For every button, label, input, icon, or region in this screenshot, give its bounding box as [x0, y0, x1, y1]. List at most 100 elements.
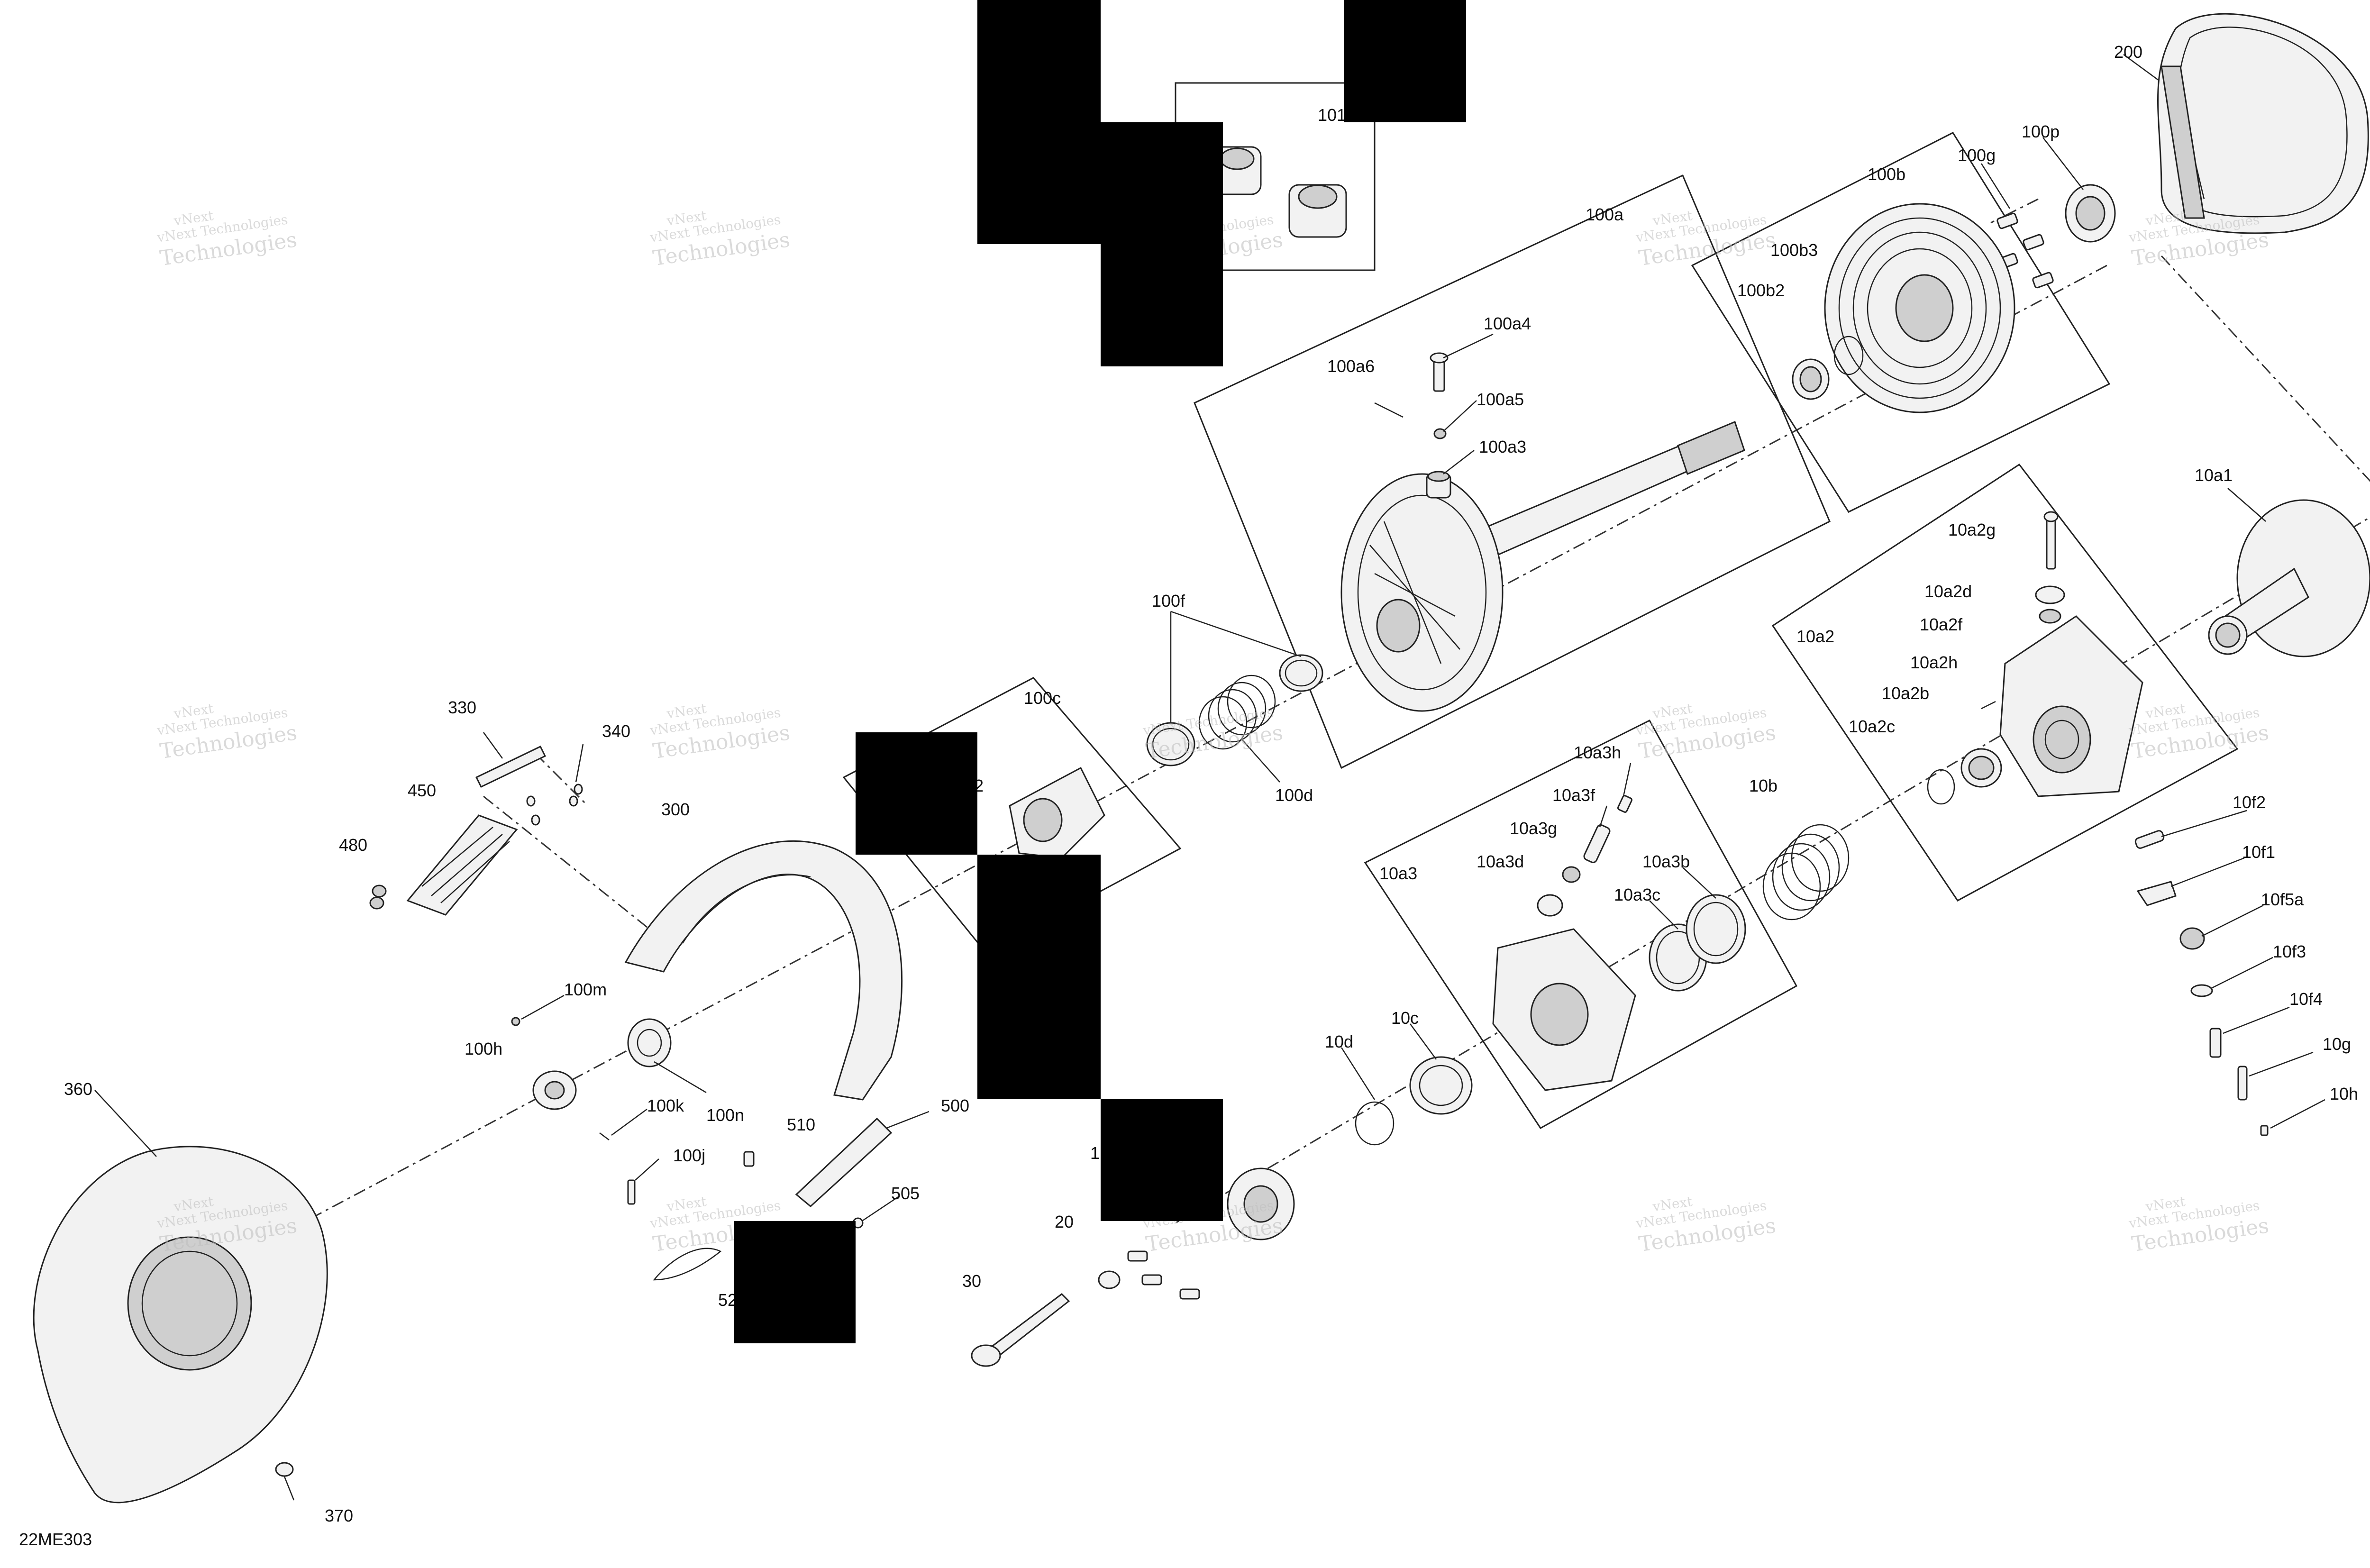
part-10f3-washer — [2190, 984, 2213, 997]
redaction-block — [1101, 122, 1223, 366]
part-hub — [1227, 1167, 1295, 1240]
watermark: vNext vNext Technologies Technologies — [2127, 701, 2270, 764]
callout-100b2: 100b2 — [1737, 281, 1785, 300]
watermark: vNext vNext Technologies Technologies — [1634, 208, 1777, 271]
part-10g-pin — [2237, 1066, 2248, 1101]
part-200-drive-belt — [2157, 13, 2369, 234]
callout-100m: 100m — [564, 980, 607, 999]
redaction-block — [977, 0, 1101, 244]
part-100a-fixed-sheave — [1340, 473, 1504, 712]
callout-100d: 100d — [1275, 785, 1313, 805]
callout-100g: 100g — [1958, 146, 1996, 165]
part-10a3b-ring — [1686, 894, 1746, 964]
part-100j-screw — [627, 1179, 636, 1205]
part-480-nuts — [369, 884, 387, 910]
callout-10a3d: 10a3d — [1477, 852, 1524, 871]
callout-100a4: 100a4 — [1484, 314, 1531, 333]
callout-100j: 100j — [673, 1146, 705, 1165]
callout-10a2c: 10a2c — [1849, 717, 1895, 736]
group-box-100a — [1194, 174, 1831, 769]
part-340-screws — [526, 784, 583, 826]
leader-lines — [94, 54, 2325, 1501]
callout-10c: 10c — [1391, 1008, 1419, 1028]
callout-370: 370 — [325, 1506, 353, 1525]
part-30-bolt — [971, 1293, 1070, 1367]
callout-10d: 10d — [1325, 1032, 1353, 1051]
callout-10h: 10h — [2330, 1084, 2358, 1103]
part-10c-bearing — [1409, 1056, 1473, 1115]
callout-480: 480 — [339, 835, 367, 855]
watermark: vNext vNext Technologies Technologies — [648, 701, 791, 764]
callout-10a2f: 10a2f — [1920, 615, 1963, 634]
callout-100a6: 100a6 — [1327, 356, 1375, 376]
group-box-10a2 — [1771, 463, 2239, 902]
callout-100b: 100b — [1868, 164, 1905, 184]
callout-10a2: 10a2 — [1796, 627, 1834, 646]
callout-101: 101 — [1318, 105, 1346, 125]
part-100g-screws — [1996, 212, 2054, 289]
part-100a4-screw — [1430, 352, 1449, 392]
part-10f5a-nut — [2179, 927, 2205, 950]
part-100c-cam — [1009, 766, 1105, 859]
callout-340: 340 — [602, 721, 630, 741]
part-450-grille — [406, 814, 518, 916]
redaction-block — [734, 1221, 856, 1343]
part-10a2b-bushing — [1960, 748, 2002, 788]
part-10a2g-screw — [2043, 511, 2059, 570]
part-10a2d-cap — [2035, 585, 2065, 604]
callout-labels: 101 200 100a 100b 100g 100p 100b3 100b2 … — [64, 42, 2358, 1525]
part-100a5-washer — [1433, 428, 1447, 439]
callout-30: 30 — [962, 1271, 981, 1291]
redaction-blocks — [734, 0, 1466, 1343]
watermark: vNext Technologies Technologies — [1141, 704, 1284, 764]
redaction-block — [1344, 0, 1466, 122]
part-10a2h-pin — [1981, 701, 1996, 710]
part-100h-nut — [532, 1070, 577, 1110]
callout-330: 330 — [448, 698, 476, 717]
callout-10a3f: 10a3f — [1552, 785, 1595, 805]
callout-100a3: 100a3 — [1479, 437, 1526, 456]
figure-code: 22ME303 — [19, 1530, 92, 1549]
part-10a3g-nut — [1562, 866, 1581, 883]
part-100b3-ring — [1833, 336, 1864, 375]
callout-505: 505 — [891, 1184, 920, 1203]
part-10a1-sheave — [2208, 499, 2370, 657]
callout-100b3: 100b3 — [1770, 240, 1818, 260]
part-10f2-clip — [2134, 830, 2165, 849]
part-10a3-spider — [1492, 928, 1636, 1091]
part-10f4-pin — [2209, 1028, 2222, 1058]
group-box-100b — [1691, 132, 2111, 513]
watermarks: vNext vNext Technologies Technologies vN… — [155, 208, 2270, 1257]
part-100d-spring — [1198, 675, 1276, 750]
part-10a2f-washer — [2039, 609, 2061, 624]
part-10a2-housing — [1999, 615, 2143, 797]
callout-10a3: 10a3 — [1379, 864, 1417, 883]
callout-10f4: 10f4 — [2289, 989, 2323, 1009]
part-52x-clip — [653, 1248, 722, 1281]
callout-10a3g: 10a3g — [1510, 819, 1557, 838]
group-box-100c — [842, 677, 1182, 954]
callout-100h: 100h — [465, 1039, 502, 1058]
callout-10a1: 10a1 — [2195, 465, 2233, 485]
callout-10b: 10b — [1749, 776, 1778, 795]
part-10a3h-screw — [1617, 795, 1633, 813]
part-101-bushings — [1212, 146, 1347, 238]
callout-100k: 100k — [647, 1096, 684, 1115]
callout-10a3h: 10a3h — [1574, 743, 1621, 762]
callout-1: 1 — [1090, 1143, 1100, 1163]
callout-100c: 100c — [1024, 688, 1061, 708]
group-box-10a3 — [1364, 720, 1798, 1129]
callout-10f5a: 10f5a — [2261, 890, 2304, 909]
callout-100p: 100p — [2022, 122, 2060, 141]
part-10f1-lever — [2136, 881, 2177, 906]
watermark: vNext vNext Technologies Technologies — [648, 208, 791, 271]
callout-10a2h: 10a2h — [1910, 653, 1958, 672]
part-100n-washer — [627, 1018, 672, 1067]
part-10a2c-ring — [1927, 769, 1955, 805]
part-100a3-bushing — [1426, 471, 1451, 499]
callout-200: 200 — [2114, 42, 2142, 62]
callout-10f3: 10f3 — [2273, 942, 2306, 961]
callout-500: 500 — [941, 1096, 969, 1115]
callout-10a3c: 10a3c — [1614, 885, 1660, 904]
